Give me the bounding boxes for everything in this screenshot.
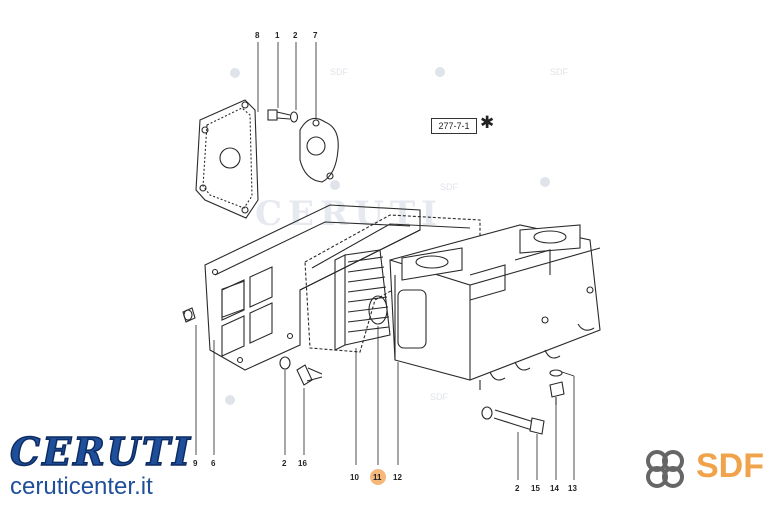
plug-part-9 [182, 307, 196, 323]
callout-label[interactable]: 14 [550, 484, 559, 493]
callout-label[interactable]: 2 [293, 31, 298, 40]
fitting-part-14 [549, 381, 565, 405]
sdf-wordmark: SDF [696, 447, 764, 485]
callout-label[interactable]: 2 [282, 459, 287, 468]
reference-code-box: 277-7-1 [431, 118, 477, 134]
callout-label[interactable]: 16 [298, 459, 307, 468]
watermark: SDF SDF SDF SDF CERUTI [225, 67, 569, 405]
callout-label[interactable]: 13 [568, 484, 577, 493]
washer-part-2 [289, 111, 299, 123]
callout-label[interactable]: 7 [313, 31, 318, 40]
callouts: 8 1 2 7 9 6 2 16 10 11 12 2 15 14 13 [193, 31, 577, 493]
bolt-part-1 [267, 109, 291, 121]
ceruti-url-link[interactable]: ceruticenter.it [10, 473, 153, 500]
callout-label[interactable]: 2 [515, 484, 520, 493]
callout-label[interactable]: 12 [393, 473, 402, 482]
callout-label[interactable]: 6 [211, 459, 216, 468]
callout-label[interactable]: 10 [350, 473, 359, 482]
callout-label[interactable]: 8 [255, 31, 260, 40]
callout-label-highlighted[interactable]: 11 [373, 473, 382, 482]
washer-part-2 [481, 406, 493, 420]
gasket-part-7 [299, 117, 339, 183]
callout-label[interactable]: 15 [531, 484, 540, 493]
washer-part-13 [549, 369, 563, 377]
leader-lines [195, 42, 575, 480]
callout-label[interactable]: 1 [275, 31, 280, 40]
bolt-part-15 [493, 409, 545, 435]
ceruti-logo[interactable]: CERUTI ceruticenter.it [9, 429, 240, 502]
finned-core-part-11 [334, 249, 391, 351]
bolt-part-16 [296, 364, 323, 386]
washer-part-2 [279, 356, 291, 370]
watermark-text: SDF [440, 182, 459, 192]
watermark-text: SDF [430, 392, 449, 402]
asterisk-icon: ✱ [480, 113, 495, 132]
head-block-part-12 [389, 224, 601, 390]
highlight-marker [370, 469, 386, 485]
watermark-text: SDF [550, 67, 569, 77]
gasket-part-8 [195, 99, 259, 219]
watermark-text: SDF [330, 67, 349, 77]
callout-label[interactable]: 9 [193, 459, 198, 468]
sdf-emblem-icon [646, 450, 684, 488]
ceruti-wordmark: CERUTI [9, 429, 192, 474]
watermark-text: CERUTI [255, 194, 443, 234]
sdf-logo: SDF [640, 444, 775, 494]
